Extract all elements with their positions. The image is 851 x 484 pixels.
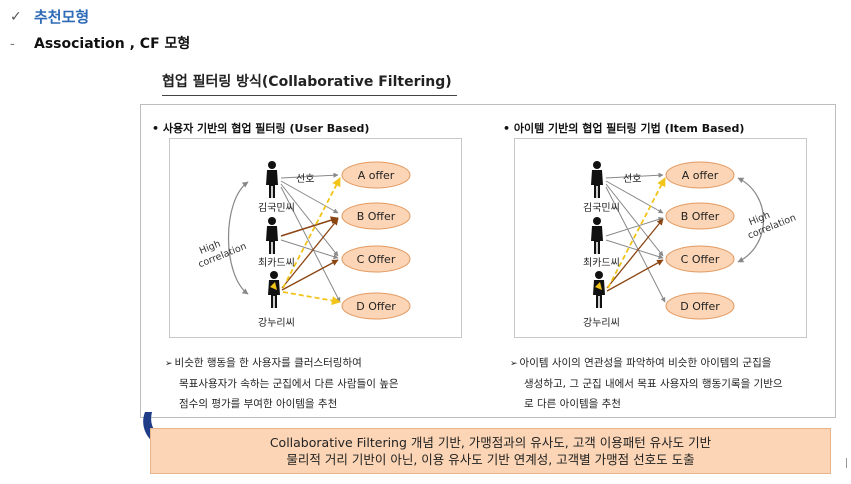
offer-b-label: B Offer [681, 210, 720, 223]
offer-b [341, 202, 411, 230]
description-line: 로 다른 아이템을 추천 [524, 398, 621, 410]
correlation-label: High correlation [742, 201, 798, 241]
item-based-title: • 아이템 기반의 협업 필터링 기법 (Item Based) [503, 122, 745, 135]
person-icon [593, 271, 605, 308]
recommend-line [282, 291, 341, 306]
user-name: 강누리씨 [583, 317, 620, 329]
brown-arrow [606, 218, 664, 289]
pref-line [280, 183, 339, 257]
correlation-label: High correlation [192, 230, 248, 270]
user-name: 최카드씨 [583, 257, 620, 269]
user-name: 강누리씨 [258, 317, 295, 329]
pref-line [280, 180, 339, 214]
user-name: 김국민씨 [258, 202, 295, 214]
offer-c-label: C Offer [681, 253, 720, 266]
pointer-arrow-icon: ➢ [510, 359, 518, 369]
recommend-line [607, 177, 666, 289]
offer-d-label: D Offer [680, 300, 720, 313]
summary-line-1: Collaborative Filtering 개념 기반, 가맹점과의 유사도… [269, 435, 712, 450]
offer-d-label: D Offer [356, 300, 396, 313]
description-line: 아이템 사이의 연관성을 파악하여 비슷한 아이템의 군집을 [519, 357, 772, 369]
item-based-description: ➢아이템 사이의 연관성을 파악하여 비슷한 아이템의 군집을 생성하고, 그 … [510, 353, 830, 414]
brown-arrow [280, 216, 339, 237]
pref-line [280, 239, 339, 260]
brown-arrow [281, 218, 339, 289]
description-line: 점수의 평가를 부여한 아이템을 추천 [179, 398, 338, 410]
pref-line [605, 180, 664, 214]
section-heading: ✓ 추천모형 [10, 6, 89, 27]
pref-line [605, 183, 664, 257]
user-based-diagram-frame [169, 138, 462, 338]
pref-line [605, 239, 664, 260]
description-line: 생성하고, 그 군집 내에서 목표 사용자의 행동기록을 기반으 [524, 378, 783, 390]
user-name: 김국민씨 [583, 202, 620, 214]
offer-c [341, 245, 411, 273]
offer-a-label: A offer [682, 169, 719, 182]
dash-bullet-icon: - [10, 35, 15, 51]
edge-mark [846, 458, 849, 468]
item-based-diagram-frame [514, 138, 807, 338]
offer-a-label: A offer [358, 169, 395, 182]
user-based-title: • 사용자 기반의 협업 필터링 (User Based) [152, 122, 370, 135]
pointer-arrow-icon: ➢ [165, 359, 173, 369]
person-icon [266, 217, 278, 254]
description-line: 비슷한 행동을 한 사용자를 클러스터링하여 [174, 357, 362, 369]
offer-c [665, 245, 735, 273]
offer-b [665, 202, 735, 230]
section-title: 추천모형 [34, 8, 90, 26]
description-line: 목표사용자가 속하는 군집에서 다른 사람들이 높은 [179, 378, 399, 390]
pref-line [280, 172, 339, 179]
brown-arrow [281, 259, 339, 291]
offer-d [341, 292, 411, 320]
preference-label: 선호 [296, 173, 314, 185]
brown-arrow [606, 259, 664, 292]
highlight-mark [270, 282, 277, 290]
offer-c-label: C Offer [357, 253, 396, 266]
subsection-title: Association , CF 모형 [34, 36, 191, 52]
pref-line [280, 186, 341, 303]
correlation-arrow [737, 177, 765, 263]
main-title: 협업 필터링 방식(Collaborative Filtering) [162, 71, 457, 96]
user-based-diagram: High correlation 김국민씨 최카드씨 강누리씨 선호 A off… [192, 161, 411, 329]
offer-a [665, 161, 735, 189]
person-icon [266, 161, 278, 198]
pref-line [605, 216, 664, 237]
highlight-mark [595, 282, 602, 290]
person-icon [268, 271, 280, 308]
summary-box: Collaborative Filtering 개념 기반, 가맹점과의 유사도… [150, 428, 831, 474]
offer-d [665, 292, 735, 320]
person-icon [591, 161, 603, 198]
user-name: 최카드씨 [258, 257, 295, 269]
offer-b-label: B Offer [357, 210, 396, 223]
pref-line [605, 172, 664, 179]
item-based-diagram: High correlation 김국민씨 최카드씨 강누리씨 선호 A off… [583, 161, 798, 329]
pref-line [605, 186, 666, 303]
recommend-line [282, 177, 341, 289]
preference-label: 선호 [623, 173, 641, 185]
user-based-description: ➢비슷한 행동을 한 사용자를 클러스터링하여 목표사용자가 속하는 군집에서 … [165, 353, 455, 414]
check-icon: ✓ [10, 8, 22, 25]
summary-line-2: 물리적 거리 기반이 아닌, 이용 유사도 기반 연계성, 고객별 가맹점 선호… [286, 452, 695, 467]
correlation-arrow [227, 181, 249, 295]
subsection-heading: - Association , CF 모형 [10, 33, 190, 53]
person-icon [591, 217, 603, 254]
offer-a [341, 161, 411, 189]
